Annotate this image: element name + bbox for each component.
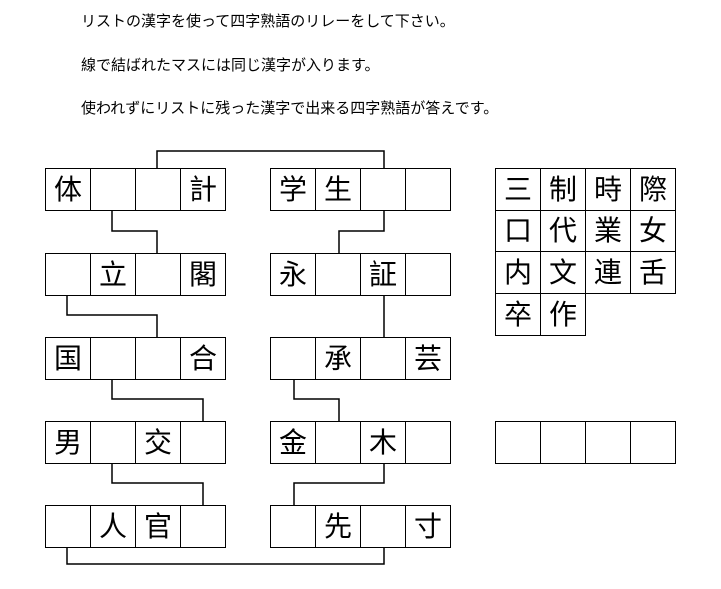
left-row-3: 国 合 (45, 337, 226, 380)
puzzle-cell[interactable] (316, 254, 361, 296)
puzzle-cell[interactable]: 先 (316, 506, 361, 548)
puzzle-cell[interactable]: 計 (181, 169, 226, 211)
kanji-list-cell: 際 (631, 169, 676, 211)
kanji-list-cell: 口 (496, 210, 541, 252)
puzzle-cell[interactable] (361, 338, 406, 380)
puzzle-cell[interactable] (181, 422, 226, 464)
answer-cell[interactable] (496, 422, 541, 464)
kanji-list-cell: 女 (631, 210, 676, 252)
puzzle-cell[interactable] (406, 254, 451, 296)
puzzle-cell[interactable] (361, 506, 406, 548)
puzzle-cell[interactable]: 国 (46, 338, 91, 380)
left-row-1: 体 計 (45, 168, 226, 211)
right-row-4: 金 木 (270, 421, 451, 464)
puzzle-cell[interactable]: 承 (316, 338, 361, 380)
puzzle-cell[interactable]: 立 (91, 254, 136, 296)
left-row-5: 人 官 (45, 505, 226, 548)
kanji-list-cell: 卒 (496, 294, 541, 336)
kanji-list-cell: 業 (586, 210, 631, 252)
puzzle-cell[interactable] (181, 506, 226, 548)
answer-cell[interactable] (541, 422, 586, 464)
right-row-5: 先 寸 (270, 505, 451, 548)
right-row-1: 学 生 (270, 168, 451, 211)
instruction-2: 線で結ばれたマスには同じ漢字が入ります。 (81, 56, 380, 74)
kanji-list-cell: 内 (496, 252, 541, 294)
answer-row (495, 421, 676, 464)
kanji-list: 三 制 時 際 口 代 業 女 内 文 連 舌 卒 作 (495, 168, 676, 338)
puzzle-cell[interactable] (91, 169, 136, 211)
puzzle-cell[interactable]: 学 (271, 169, 316, 211)
kanji-list-cell: 時 (586, 169, 631, 211)
puzzle-cell[interactable]: 合 (181, 338, 226, 380)
kanji-list-cell: 文 (541, 252, 586, 294)
instruction-3: 使われずにリストに残った漢字で出来る四字熟語が答えです。 (81, 99, 499, 117)
puzzle-cell[interactable] (91, 422, 136, 464)
puzzle-cell[interactable]: 交 (136, 422, 181, 464)
kanji-list-cell: 代 (541, 210, 586, 252)
puzzle-cell[interactable]: 木 (361, 422, 406, 464)
left-row-4: 男 交 (45, 421, 226, 464)
puzzle-cell[interactable] (406, 169, 451, 211)
kanji-list-cell: 三 (496, 169, 541, 211)
puzzle-cell[interactable] (136, 254, 181, 296)
kanji-list-cell: 制 (541, 169, 586, 211)
puzzle-cell[interactable]: 生 (316, 169, 361, 211)
puzzle-cell[interactable] (361, 169, 406, 211)
puzzle-cell[interactable]: 金 (271, 422, 316, 464)
puzzle-cell[interactable] (46, 254, 91, 296)
answer-cell[interactable] (586, 422, 631, 464)
instruction-1: リストの漢字を使って四字熟語のリレーをして下さい。 (81, 12, 455, 30)
puzzle-cell[interactable] (91, 338, 136, 380)
right-row-2: 永 証 (270, 253, 451, 296)
puzzle-cell[interactable] (406, 422, 451, 464)
puzzle-cell[interactable]: 閣 (181, 254, 226, 296)
puzzle-cell[interactable]: 体 (46, 169, 91, 211)
puzzle-cell[interactable] (271, 506, 316, 548)
right-row-3: 承 芸 (270, 337, 451, 380)
left-row-2: 立 閣 (45, 253, 226, 296)
puzzle-cell[interactable]: 寸 (406, 506, 451, 548)
kanji-list-cell: 作 (541, 294, 586, 336)
puzzle-cell[interactable] (46, 506, 91, 548)
puzzle-cell[interactable]: 男 (46, 422, 91, 464)
puzzle-cell[interactable]: 官 (136, 506, 181, 548)
puzzle-cell[interactable]: 証 (361, 254, 406, 296)
puzzle-cell[interactable] (316, 422, 361, 464)
kanji-list-cell: 舌 (631, 252, 676, 294)
answer-cell[interactable] (631, 422, 676, 464)
puzzle-cell[interactable] (271, 338, 316, 380)
kanji-list-cell: 連 (586, 252, 631, 294)
puzzle-cell[interactable]: 人 (91, 506, 136, 548)
puzzle-cell[interactable] (136, 169, 181, 211)
puzzle-cell[interactable] (136, 338, 181, 380)
puzzle-cell[interactable]: 永 (271, 254, 316, 296)
puzzle-cell[interactable]: 芸 (406, 338, 451, 380)
